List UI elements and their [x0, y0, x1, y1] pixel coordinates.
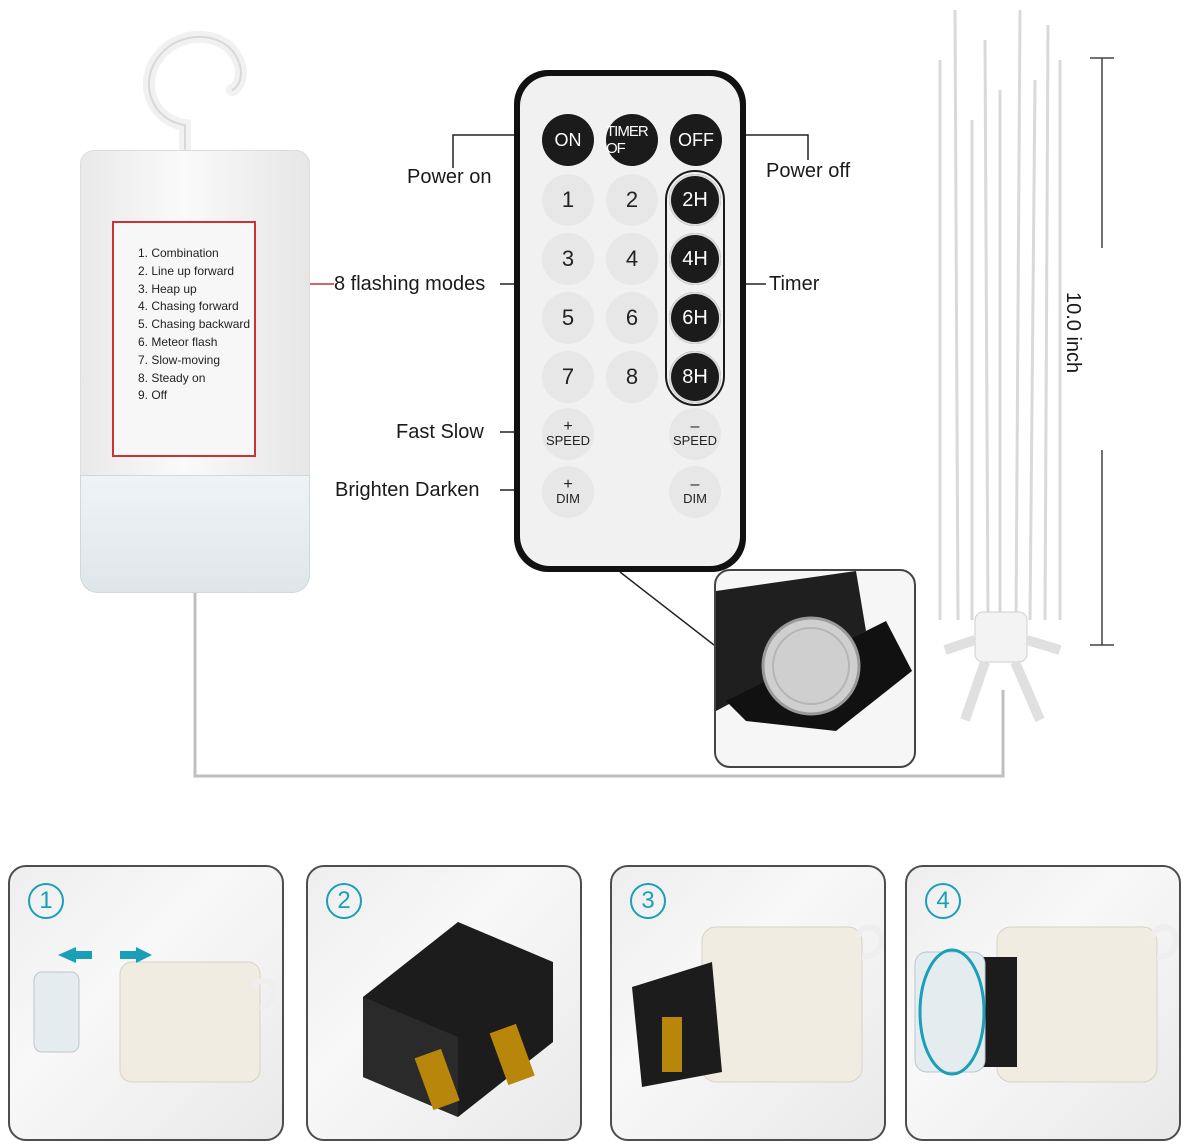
step-panel-2: 2	[306, 865, 582, 1141]
mode-2-button[interactable]: 2	[606, 174, 658, 226]
brighten-darken-callout: Brighten Darken	[335, 479, 480, 501]
mode-5-button[interactable]: 5	[542, 292, 594, 344]
list-item: 7. Slow-moving	[138, 352, 221, 367]
height-dimension-label: 10.0 inch	[1062, 292, 1084, 374]
mode-1-button[interactable]: 1	[542, 174, 594, 226]
step-panel-4: 4	[905, 865, 1181, 1141]
on-button[interactable]: ON	[542, 114, 594, 166]
coin-battery-inset	[714, 569, 916, 768]
coin-battery-icon	[716, 571, 912, 731]
mode-7-button[interactable]: 7	[542, 351, 594, 403]
close-box-icon	[914, 924, 1179, 1083]
timer-4h-button[interactable]: 4H	[669, 233, 721, 285]
timer-off-button[interactable]: TIMER OF	[606, 114, 658, 166]
modes-list: 1. Combination 2. Line up forward 3. Hea…	[138, 245, 254, 405]
step-number: 3	[630, 883, 666, 919]
open-box-icon	[33, 947, 278, 1083]
minus-icon: –	[690, 418, 700, 435]
step-panel-3: 3	[610, 865, 886, 1141]
dim-label: DIM	[683, 491, 707, 506]
power-on-callout: Power on	[407, 166, 492, 188]
flashing-modes-label: 1. Combination 2. Line up forward 3. Hea…	[112, 221, 256, 457]
timer-callout: Timer	[769, 273, 820, 295]
mode-6-button[interactable]: 6	[606, 292, 658, 344]
off-button[interactable]: OFF	[670, 114, 722, 166]
step-number: 1	[28, 883, 64, 919]
dim-down-button[interactable]: – DIM	[669, 466, 721, 518]
power-off-callout: Power off	[766, 160, 851, 182]
timer-2h-button[interactable]: 2H	[669, 174, 721, 226]
list-item: 8. Steady on	[138, 370, 206, 385]
flashing-modes-callout: 8 flashing modes	[334, 273, 486, 295]
list-item: 6. Meteor flash	[138, 334, 218, 349]
list-item: 9. Off	[138, 388, 168, 403]
fast-slow-callout: Fast Slow	[396, 421, 484, 443]
timer-button-group	[665, 170, 725, 406]
battery-box-cap	[80, 475, 310, 593]
dim-label: DIM	[556, 491, 580, 506]
speed-label: SPEED	[545, 433, 591, 448]
timer-8h-button[interactable]: 8H	[669, 351, 721, 403]
plus-icon: +	[563, 418, 573, 435]
timer-6h-button[interactable]: 6H	[669, 292, 721, 344]
speed-label: SPEED	[672, 433, 718, 448]
list-item: 5. Chasing backward	[138, 317, 251, 332]
mode-4-button[interactable]: 4	[606, 233, 658, 285]
speed-up-button[interactable]: + SPEED	[542, 408, 594, 460]
step-number: 2	[326, 883, 362, 919]
list-item: 4. Chasing forward	[138, 299, 239, 314]
plus-icon: +	[563, 476, 573, 493]
mode-8-button[interactable]: 8	[606, 351, 658, 403]
battery-holder-icon	[363, 922, 553, 1117]
minus-icon: –	[690, 476, 700, 493]
light-strands-icon	[938, 9, 1062, 621]
list-item: 1. Combination	[138, 246, 219, 260]
step-panel-1: 1	[8, 865, 284, 1141]
insert-batteries-icon	[632, 924, 884, 1087]
speed-down-button[interactable]: – SPEED	[669, 408, 721, 460]
list-item: 2. Line up forward	[138, 263, 235, 278]
step-number: 4	[925, 883, 961, 919]
mode-3-button[interactable]: 3	[542, 233, 594, 285]
list-item: 3. Heap up	[138, 281, 197, 296]
dim-up-button[interactable]: + DIM	[542, 466, 594, 518]
